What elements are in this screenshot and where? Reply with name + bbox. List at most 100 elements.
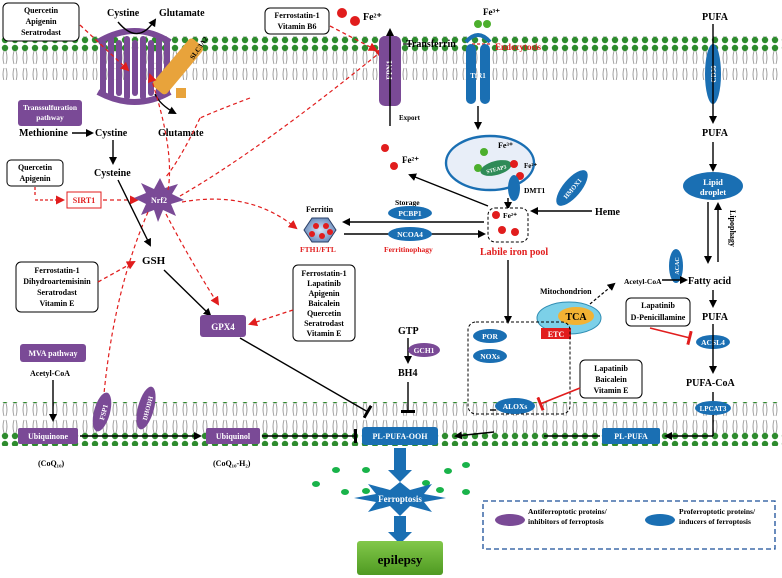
sirt1-box [66, 191, 102, 209]
ubiquinol-box [206, 428, 260, 444]
pcbp1-protein [388, 206, 432, 220]
sirt1-label: SIRT1 [73, 196, 95, 205]
inhibitor-list-alox: Lapatinib Baicalein Vitamin E [593, 364, 628, 395]
arrow-to-epilepsy [388, 516, 412, 544]
fth1-label: FTH1/FTL [300, 245, 336, 254]
svg-text:Lapatinib: Lapatinib [307, 279, 341, 288]
hmox1-protein [556, 170, 588, 206]
pl-pufa-box [602, 428, 660, 444]
svg-text:Vitamin E: Vitamin E [593, 386, 628, 395]
coq10-label: (CoQ₁₀) [38, 459, 64, 468]
cystine-top-label: Cystine [107, 8, 140, 19]
svg-text:Lapatinib: Lapatinib [594, 364, 628, 373]
inhibitor-box-b6 [264, 7, 330, 35]
heme-label: Heme [595, 207, 621, 218]
fe2-pool-label: Fe²⁺ [503, 211, 517, 220]
fe2-vesicle-label: Fe²⁺ [524, 162, 537, 170]
cd36-label: CD36 [710, 65, 718, 83]
inhibitor-list-top-left: Quercetin Apigenin Seratrodast [21, 6, 61, 37]
gpx4-box [200, 315, 246, 337]
bh4-label: BH4 [398, 368, 417, 379]
tfr1-label: TfR1 [470, 72, 486, 80]
tfr1-receptor [464, 33, 492, 104]
ubiquinol-label: Ubiquinol [216, 432, 251, 441]
gsh-label: GSH [142, 255, 166, 267]
fe3-top-label: Fe³⁺ [483, 7, 500, 17]
svg-text:Seratrodast: Seratrodast [304, 319, 344, 328]
inhibitor-acsl4-2: D-Penicillamine [631, 313, 686, 322]
svg-text:Ferrostatin-1: Ferrostatin-1 [34, 266, 79, 275]
tca-label: TCA [565, 312, 587, 323]
inhibitor-sirt-2: Apigenin [19, 174, 51, 183]
acetyl-coa-left-label: Acetyl-CoA [30, 369, 70, 378]
svg-text:Baicalein: Baicalein [308, 299, 340, 308]
legend-anti-label: Antiferroptotic proteins/inhibitors of f… [528, 507, 608, 526]
steap3-label: STEAP3 [486, 164, 508, 175]
inhibitor-b6-1: Ferrostatin-1 [274, 11, 319, 20]
glutamate-mid-label: Glutamate [158, 128, 204, 139]
inhibitor-list-gpx4: Ferrostatin-1 Lapatinib Apigenin Baicale… [301, 269, 346, 338]
svg-text:Apigenin: Apigenin [25, 17, 57, 26]
pufa-2-label: PUFA [702, 128, 729, 139]
aloxs-protein [495, 398, 535, 414]
por-protein [473, 329, 507, 343]
acac-label: ACAC [675, 257, 681, 274]
inhibitor-list-gsh: Ferrostatin-1 Dihydroartemisinin Seratro… [23, 266, 91, 308]
pcbp1-label: PCBP1 [398, 209, 422, 218]
inhibitor-box-alox [579, 359, 643, 399]
cystine-mid-label: Cystine [95, 128, 128, 139]
transsulfuration-pathway-box [18, 100, 82, 126]
svg-text:Dihydroartemisinin: Dihydroartemisinin [23, 277, 91, 286]
storage-label: Storage [395, 198, 420, 207]
legend-pro-swatch [645, 514, 675, 526]
svg-text:Quercetin: Quercetin [307, 309, 342, 318]
arrow-to-ferroptosis [388, 448, 412, 482]
lipophagy-label: Lipophagy [728, 210, 737, 247]
svg-text:Seratrodast: Seratrodast [21, 28, 61, 37]
inhibitor-box-sirt1 [6, 159, 64, 187]
ncoa4-protein [388, 227, 432, 241]
legend-box [482, 500, 776, 550]
aloxs-label: ALOXs [503, 402, 528, 411]
coq10h2-label: (CoQ₁₀-H₂) [213, 459, 251, 468]
system-xc-transporter [96, 18, 204, 114]
mva-pathway-box [20, 344, 86, 362]
acetyl-coa-right-label: Acetyl-CoA [624, 277, 662, 286]
epilepsy-box [357, 541, 443, 575]
methionine-label: Methionine [19, 128, 68, 139]
etc-label: ETC [548, 330, 565, 339]
nrf2-star [134, 178, 184, 222]
dhodh-protein [136, 386, 156, 430]
lpcat3-protein [695, 401, 731, 415]
epilepsy-label: epilepsy [378, 552, 423, 567]
noxs-label: NOXs [480, 352, 500, 361]
svg-text:Quercetin: Quercetin [24, 6, 59, 15]
fe2-top-label: Fe²⁺ [363, 12, 382, 23]
dmt1-label: DMT1 [524, 186, 545, 195]
lipid-droplet [683, 172, 743, 200]
gch1-label: GCH1 [414, 346, 435, 355]
ros-enzyme-box [467, 321, 571, 415]
mva-label: MVA pathway [29, 349, 78, 358]
svg-text:Vitamin E: Vitamin E [306, 329, 341, 338]
mitochondrion-label: Mitochondrion [540, 287, 592, 296]
inhibitor-b6-2: Vitamin B6 [277, 22, 316, 31]
labile-iron-pool-label: Labile iron pool [480, 247, 548, 258]
ncoa4-label: NCOA4 [397, 230, 423, 239]
inhibitor-box-quercetin [2, 2, 80, 42]
inhibitor-box-acsl4 [625, 297, 691, 327]
legend-pro-label: Proferroptotic proteins/inducers of ferr… [679, 507, 756, 526]
export-label: Export [399, 114, 421, 122]
nrf2-label: Nrf2 [151, 196, 167, 205]
ubiquinone-box [18, 428, 78, 444]
svg-text:Baicalein: Baicalein [595, 375, 627, 384]
dmt1-protein [508, 175, 520, 201]
steap3-protein [480, 160, 512, 176]
endocytosis-label: Endocytosis [495, 42, 542, 52]
noxs-protein [473, 349, 507, 363]
pl-pufa-ooh-box [362, 427, 438, 445]
fatty-acid-label: Fatty acid [688, 276, 731, 287]
